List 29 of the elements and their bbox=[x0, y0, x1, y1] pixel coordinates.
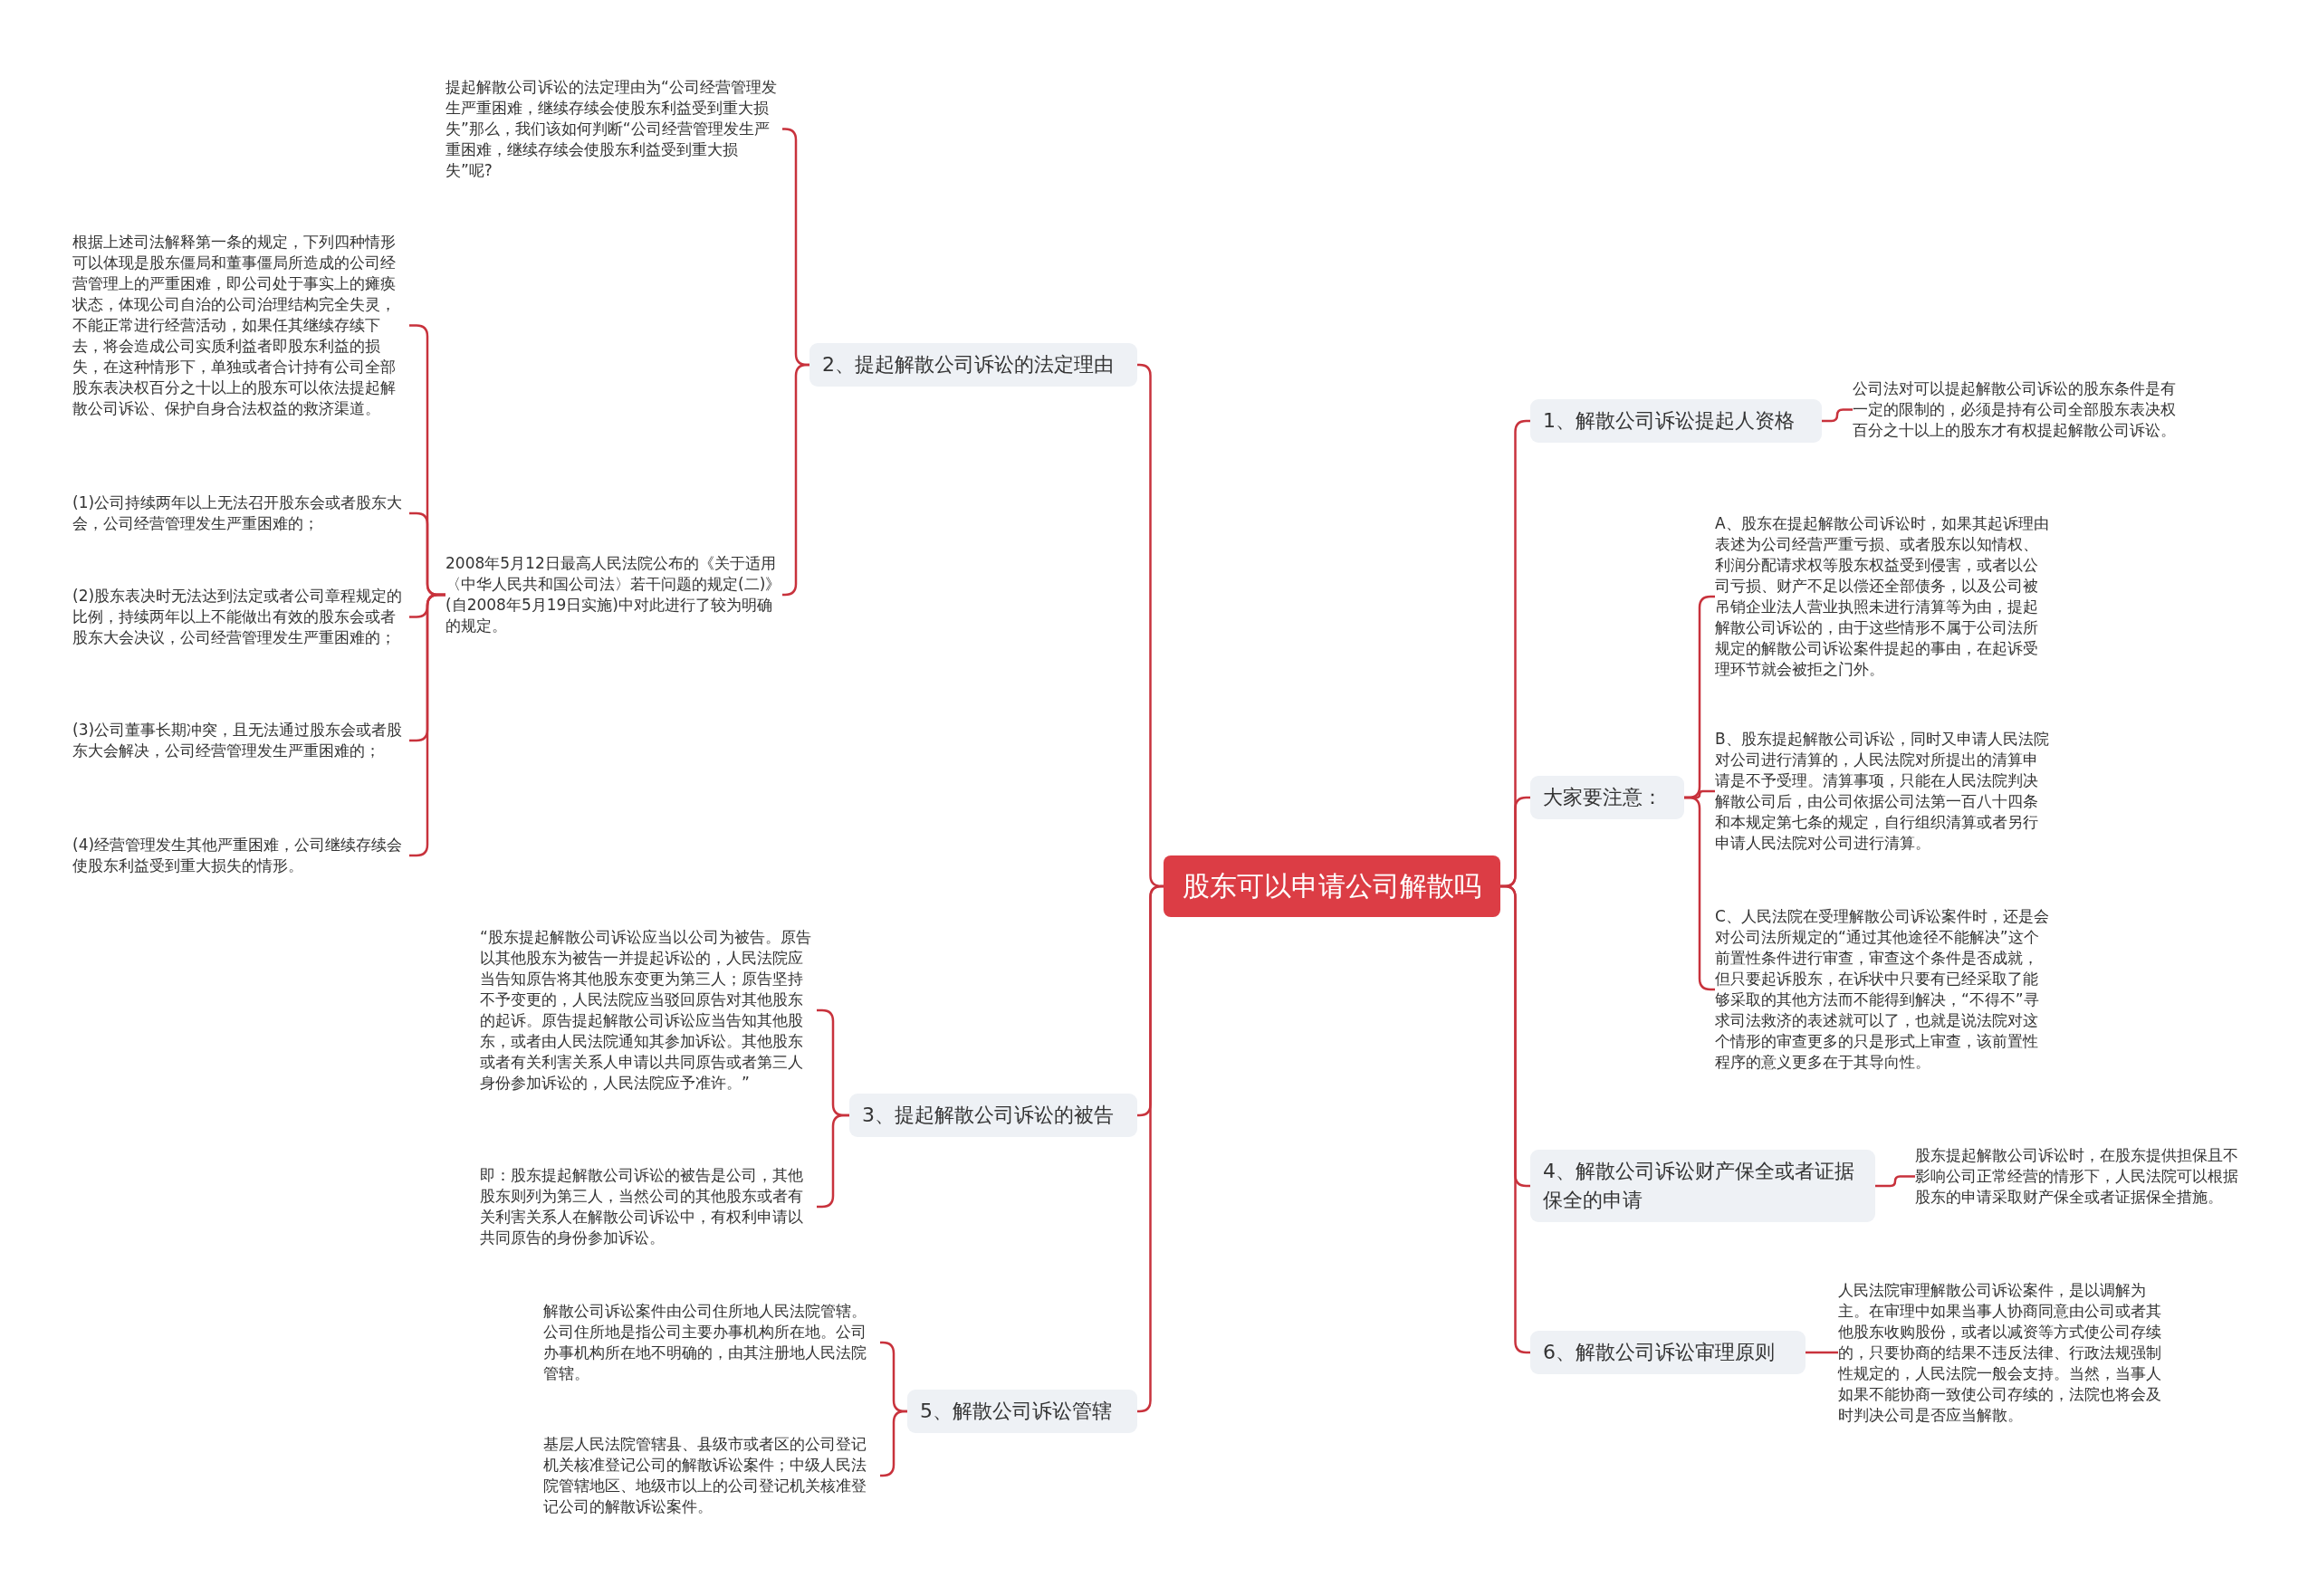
note-text: 公司法对可以提起解散公司诉讼的股东条件是有一定的限制的，必须是持有公司全部股东表决权百分之十以上的股东才有权提起解散公司诉讼。 bbox=[1853, 378, 2189, 441]
note-text: (3)公司董事长期冲突，且无法通过股东会或者股东大会解决，公司经营管理发生严重困难的； bbox=[72, 720, 409, 761]
topic-box: 4、解散公司诉讼财产保全或者证据保全的申请 bbox=[1530, 1150, 1875, 1222]
topic-box: 大家要注意： bbox=[1530, 776, 1684, 819]
note-text: 解散公司诉讼案件由公司住所地人民法院管辖。公司住所地是指公司主要办事机构所在地。公司办事机构所在地不明确的，由其注册地人民法院管辖。 bbox=[543, 1301, 880, 1384]
connector-line bbox=[1875, 1175, 1915, 1188]
note-text: 提起解散公司诉讼的法定理由为“公司经营管理发生严重困难，继续存续会使股东利益受到重大损失”那么，我们该如何判断“公司经营管理发生严重困难，继续存续会使股东利益受到重大损失”呢? bbox=[445, 77, 782, 181]
topic-box: 3、提起解散公司诉讼的被告 bbox=[849, 1094, 1137, 1137]
topic-box: 5、解散公司诉讼管辖 bbox=[907, 1390, 1137, 1433]
note-text: A、股东在提起解散公司诉讼时，如果其起诉理由表述为公司经营严重亏损、或者股东以知情权、利润分配请求权等股东权益受到侵害，或者以公司亏损、财产不足以偿还全部债务，以及公司被吊销企业法人营业执照未进行清算等为由，提起解散公司诉讼的，由于这些情形不属于公司法所规定的解散公司诉讼案件提起的事由，在起诉受理环节就会被拒之门外。 bbox=[1715, 513, 2052, 680]
note-text: 根据上述司法解释第一条的规定，下列四种情形可以体现是股东僵局和董事僵局所造成的公司经营管理上的严重困难，即公司处于事实上的瘫痪状态，体现公司自治的公司治理结构完全失灵，不能正常进行经营活动，如果任其继续存续下去，将会造成公司实质利益者即股东利益的损失，在这种情形下，单独或者合计持有公司全部股东表决权百分之十以上的股东可以依法提起解散公司诉讼、保护自身合法权益的救济渠道。 bbox=[72, 232, 409, 419]
connector-line bbox=[1806, 1351, 1838, 1354]
topic-box: 1、解散公司诉讼提起人资格 bbox=[1530, 399, 1822, 443]
note-text: (2)股东表决时无法达到法定或者公司章程规定的比例，持续两年以上不能做出有效的股东会或者股东大会决议，公司经营管理发生严重困难的； bbox=[72, 586, 409, 648]
note-text: (1)公司持续两年以上无法召开股东会或者股东大会，公司经营管理发生严重困难的； bbox=[72, 492, 409, 534]
note-text: (4)经营管理发生其他严重困难，公司继续存续会使股东利益受到重大损失的情形。 bbox=[72, 835, 409, 876]
note-text: 股东提起解散公司诉讼时，在股东提供担保且不影响公司正常经营的情形下，人民法院可以根据股东的申请采取财产保全或者证据保全措施。 bbox=[1915, 1145, 2252, 1208]
connector-line bbox=[1822, 408, 1853, 423]
note-text: 人民法院审理解散公司诉讼案件，是以调解为主。在审理中如果当事人协商同意由公司或者其他股东收购股份，或者以减资等方式使公司存续的，只要协商的结果不违反法律、行政法规强制性规定的，人民法院一般会支持。当然，当事人如果不能协商一致使公司存续的，法院也将会及时判决公司是否应当解散。 bbox=[1838, 1280, 2175, 1426]
topic-box: 6、解散公司诉讼审理原则 bbox=[1530, 1331, 1806, 1374]
note-text: 即：股东提起解散公司诉讼的被告是公司，其他股东则列为第三人，当然公司的其他股东或者有关利害关系人在解散公司诉讼中，有权利申请以共同原告的身份参加诉讼。 bbox=[480, 1165, 817, 1248]
note-text: B、股东提起解散公司诉讼，同时又申请人民法院对公司进行清算的，人民法院对所提出的清算申请是不予受理。清算事项，只能在人民法院判决解散公司后，由公司依据公司法第一百八十四条和本规定第七条的规定，自行组织清算或者另行申请人民法院对公司进行清算。 bbox=[1715, 729, 2052, 854]
note-text: C、人民法院在受理解散公司诉讼案件时，还是会对公司法所规定的“通过其他途径不能解决”这个前置性条件进行审查，审查这个条件是否成就，但只要起诉股东，在诉状中只要有已经采取了能够采取的其他方法而不能得到解决，“不得不”寻求司法救济的表述就可以了，也就是说法院对这个情形的审查更多的只是形式上审查，该前置性程序的意义更多在于其导向性。 bbox=[1715, 906, 2052, 1073]
root-topic: 股东可以申请公司解散吗 bbox=[1164, 855, 1500, 917]
connector-line bbox=[1136, 884, 1164, 1413]
note-text: “股东提起解散公司诉讼应当以公司为被告。原告以其他股东为被告一并提起诉讼的，人民法院应当告知原告将其他股东变更为第三人；原告坚持不予变更的，人民法院应当驳回原告对其他股东的起诉。原告提起解散公司诉讼应当告知其他股东，或者由人民法院通知其参加诉讼。其他股东或者有关利害关系人申请以共同原告或者第三人身份参加诉讼的，人民法院应予准许。” bbox=[480, 927, 817, 1094]
topic-box: 2、提起解散公司诉讼的法定理由 bbox=[809, 343, 1137, 387]
note-text: 2008年5月12日最高人民法院公布的《关于适用〈中华人民共和国公司法〉若干问题的规定(二)》(自2008年5月19日实施)中对此进行了较为明确的规定。 bbox=[445, 553, 782, 636]
note-text: 基层人民法院管辖县、县级市或者区的公司登记机关核准登记公司的解散诉讼案件；中级人民法院管辖地区、地级市以上的公司登记机关核准登记公司的解散诉讼案件。 bbox=[543, 1434, 880, 1517]
